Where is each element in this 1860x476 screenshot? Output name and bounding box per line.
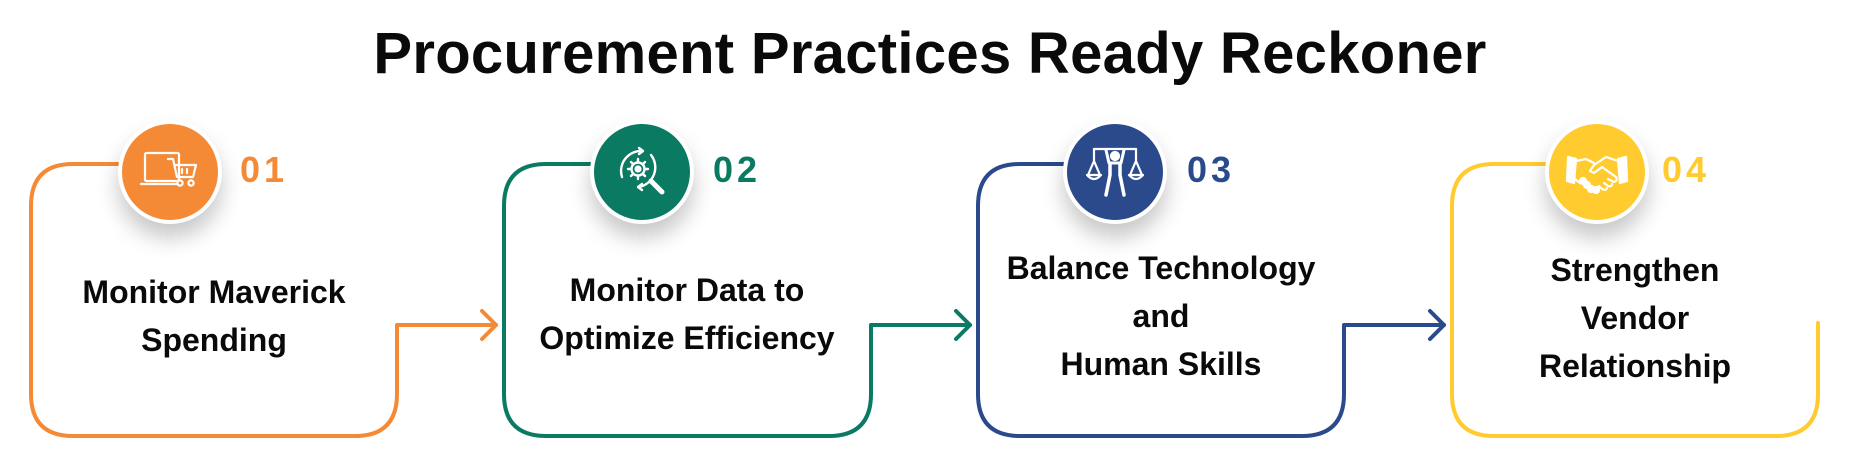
step-3-badge bbox=[1063, 120, 1167, 224]
step-3-label-line: and bbox=[1132, 298, 1190, 334]
step-1-arrowhead-icon bbox=[480, 309, 498, 341]
laptop-shopping-cart-icon bbox=[139, 151, 198, 187]
step-3-label-line: Balance Technology bbox=[1006, 250, 1316, 286]
step-4-badge bbox=[1545, 120, 1649, 224]
step-1: 01 Monitor Maverick Spending bbox=[31, 0, 397, 476]
step-3-frame bbox=[976, 162, 1446, 438]
step-3-arrowhead-icon bbox=[1428, 309, 1446, 341]
step-2-frame bbox=[502, 162, 972, 438]
step-1-label: Monitor Maverick Spending bbox=[31, 268, 397, 364]
step-2-arrowhead-icon bbox=[954, 309, 972, 341]
gear-magnifier-icon bbox=[619, 146, 665, 195]
step-2-label-line: Optimize Efficiency bbox=[539, 320, 835, 356]
step-4: 04 Strengthen Vendor Relationship bbox=[1452, 0, 1818, 476]
step-1-frame bbox=[29, 162, 498, 438]
person-balance-scale-icon bbox=[1085, 147, 1145, 197]
step-3-number: 03 bbox=[1187, 149, 1236, 190]
step-3-label: Balance Technology and Human Skills bbox=[978, 244, 1344, 388]
step-4-frame bbox=[1450, 162, 1820, 438]
step-2-label-line: Monitor Data to bbox=[569, 272, 805, 308]
step-1-label-line: Spending bbox=[141, 322, 287, 358]
step-2-number: 02 bbox=[713, 149, 762, 190]
page-title: Procurement Practices Ready Reckoner bbox=[373, 21, 1487, 86]
handshake-icon bbox=[1565, 155, 1629, 195]
step-1-number: 01 bbox=[240, 149, 289, 190]
step-2-badge bbox=[590, 120, 694, 224]
step-4-number: 04 bbox=[1662, 149, 1711, 190]
step-2: 02 Monitor Data to Optimize Efficiency bbox=[504, 0, 870, 476]
step-1-badge bbox=[118, 120, 222, 224]
step-3-label-line: Human Skills bbox=[1060, 346, 1262, 382]
step-4-label-line: Vendor bbox=[1580, 300, 1690, 336]
step-1-label-line: Monitor Maverick bbox=[82, 274, 346, 310]
step-4-label-line: Relationship bbox=[1538, 348, 1731, 384]
step-2-label: Monitor Data to Optimize Efficiency bbox=[504, 266, 870, 362]
step-4-label-line: Strengthen bbox=[1550, 252, 1720, 288]
step-4-label: Strengthen Vendor Relationship bbox=[1452, 246, 1818, 390]
step-3: 03 Balance Technology and Human Skills bbox=[978, 0, 1344, 476]
